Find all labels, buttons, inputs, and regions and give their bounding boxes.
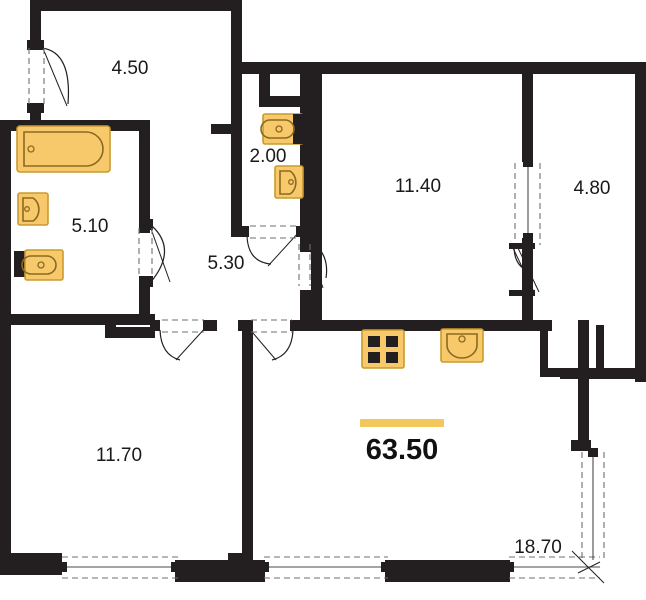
room-label-hall: 4.50 — [80, 58, 180, 80]
room-area-value: 5.10 — [71, 216, 109, 237]
door-set — [28, 45, 540, 361]
total-area-text: 63.50 — [365, 434, 439, 466]
washbasin-icon — [17, 192, 49, 226]
room-label-loggia-bottom: 18.70 — [488, 537, 588, 559]
room-area-value: 11.40 — [394, 176, 442, 197]
window-glazing — [58, 158, 605, 584]
room-area-value: 2.00 — [249, 146, 287, 167]
room-area-value: 4.80 — [573, 178, 611, 199]
room-area-value: 18.70 — [514, 537, 562, 558]
bathtub-icon — [16, 125, 111, 173]
washbasin-icon — [274, 165, 304, 199]
kitchen-stove-icon — [361, 329, 405, 369]
room-area-value: 4.50 — [111, 58, 149, 79]
room-label-bedroom-one: 11.40 — [368, 176, 468, 198]
room-label-loggia-top: 4.80 — [542, 178, 642, 200]
room-label-bedroom-two: 11.70 — [69, 445, 169, 467]
room-area-value: 5.30 — [207, 253, 245, 274]
room-label-wc: 2.00 — [218, 146, 318, 168]
toilet-icon — [260, 113, 309, 145]
room-label-bathroom: 5.10 — [40, 216, 140, 238]
room-label-corridor: 5.30 — [176, 253, 276, 275]
kitchen-sink-icon — [440, 328, 484, 363]
wall-structure — [0, 0, 646, 582]
total-area-value: 63.50 — [352, 434, 452, 467]
sanitary-fixtures — [14, 113, 484, 369]
room-area-value: 11.70 — [95, 445, 143, 466]
toilet-icon — [14, 249, 64, 281]
total-area-badge — [360, 419, 444, 427]
